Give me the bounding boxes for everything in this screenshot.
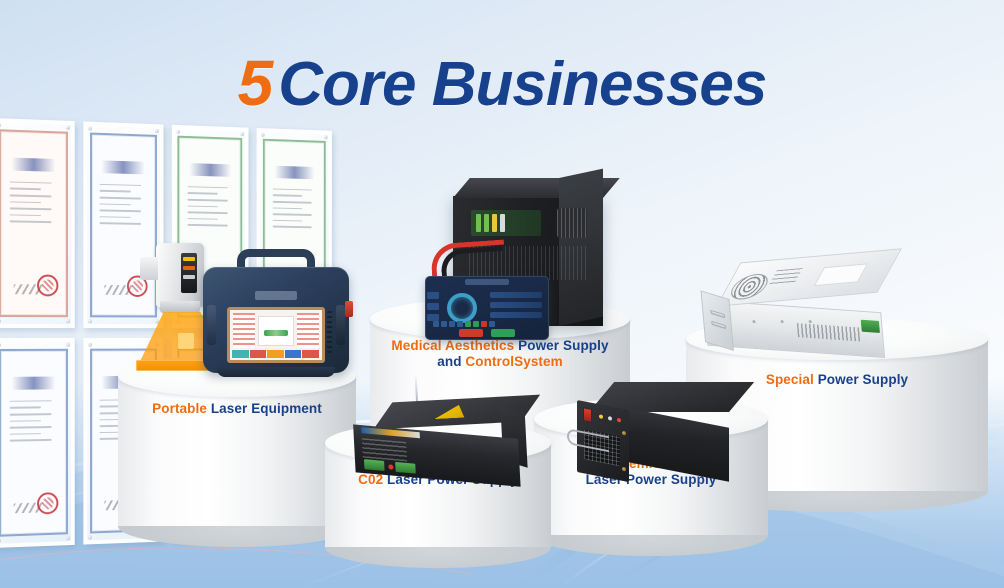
screen-center-graphic bbox=[258, 316, 294, 346]
panel-screw bbox=[622, 467, 626, 472]
co2-psu-front-face bbox=[353, 424, 520, 486]
panel-stop-button[interactable] bbox=[459, 329, 483, 337]
co2-terminal-block-2 bbox=[395, 462, 416, 474]
marker-indicator-bar bbox=[181, 253, 197, 293]
status-led-white-icon bbox=[608, 416, 612, 421]
product-medical-aesthetics-power-supply bbox=[425, 196, 603, 346]
panel-start-button[interactable] bbox=[491, 329, 515, 337]
panel-button-row[interactable] bbox=[433, 321, 541, 327]
fiber-psu-body bbox=[617, 406, 729, 482]
fiber-psu-front-panel bbox=[577, 400, 629, 482]
status-led-yellow-icon bbox=[599, 414, 603, 419]
warning-triangle-icon bbox=[434, 404, 473, 419]
psu-printed-text bbox=[769, 268, 803, 285]
label-portable-orange: Portable bbox=[152, 401, 207, 416]
case-side-grip-right bbox=[336, 305, 345, 345]
case-base-foot bbox=[217, 367, 335, 377]
product-special-power-supply bbox=[700, 250, 885, 355]
screen-color-tabs[interactable] bbox=[232, 350, 320, 358]
title-number: 5 bbox=[238, 47, 273, 119]
co2-indicator-led-icon bbox=[388, 464, 393, 469]
co2-terminal-block-1 bbox=[364, 459, 385, 471]
label-special-blue: Power Supply bbox=[818, 372, 908, 387]
product-co2-laser-power-supply bbox=[352, 396, 524, 483]
case-red-button[interactable] bbox=[345, 301, 353, 317]
power-switch-icon[interactable] bbox=[583, 407, 592, 423]
psu-end-cap bbox=[701, 290, 734, 351]
title-text: Core Businesses bbox=[278, 50, 766, 119]
panel-dial-gauge[interactable] bbox=[447, 293, 477, 323]
label-special-orange: Special bbox=[766, 372, 814, 387]
psu-terminal-block-green bbox=[861, 320, 880, 333]
label-medical-controlsystem: ControlSystem bbox=[465, 354, 562, 369]
product-fiber-semiconductor-power-supply bbox=[565, 382, 725, 478]
case-side-grip-left bbox=[207, 305, 216, 345]
psu-spec-label bbox=[814, 263, 868, 286]
product-portable-laser-case bbox=[203, 249, 349, 373]
label-medical-and: and bbox=[437, 354, 461, 369]
screen-left-data-column bbox=[233, 313, 255, 348]
panel-screw bbox=[622, 431, 626, 436]
case-touchscreen-display[interactable] bbox=[227, 307, 325, 363]
status-led-red-icon bbox=[617, 418, 621, 423]
pedestal-portable-laser-equipment: Portable Laser Equipment bbox=[118, 355, 356, 550]
certificate-frame bbox=[0, 118, 74, 328]
medical-psu-connector-board bbox=[471, 210, 541, 236]
page-title: 5Core Businesses bbox=[0, 48, 1004, 120]
case-vent-slots bbox=[327, 311, 332, 353]
co2-psu-label-stripe bbox=[361, 427, 420, 438]
medical-psu-fan-grille-icon bbox=[557, 208, 587, 238]
panel-parameter-fields[interactable] bbox=[490, 292, 542, 322]
certificate-frame bbox=[0, 338, 74, 548]
label-portable-laser-equipment: Portable Laser Equipment bbox=[118, 401, 356, 417]
psu-vent-slots bbox=[797, 323, 861, 341]
marker-neck bbox=[160, 301, 200, 313]
medical-control-panel-touchscreen[interactable] bbox=[425, 276, 549, 340]
case-brand-logo bbox=[255, 291, 297, 300]
case-shell bbox=[203, 267, 349, 373]
panel-title-bar bbox=[465, 279, 509, 285]
screen-right-data-column bbox=[297, 313, 319, 348]
label-portable-blue: Laser Equipment bbox=[211, 401, 322, 416]
